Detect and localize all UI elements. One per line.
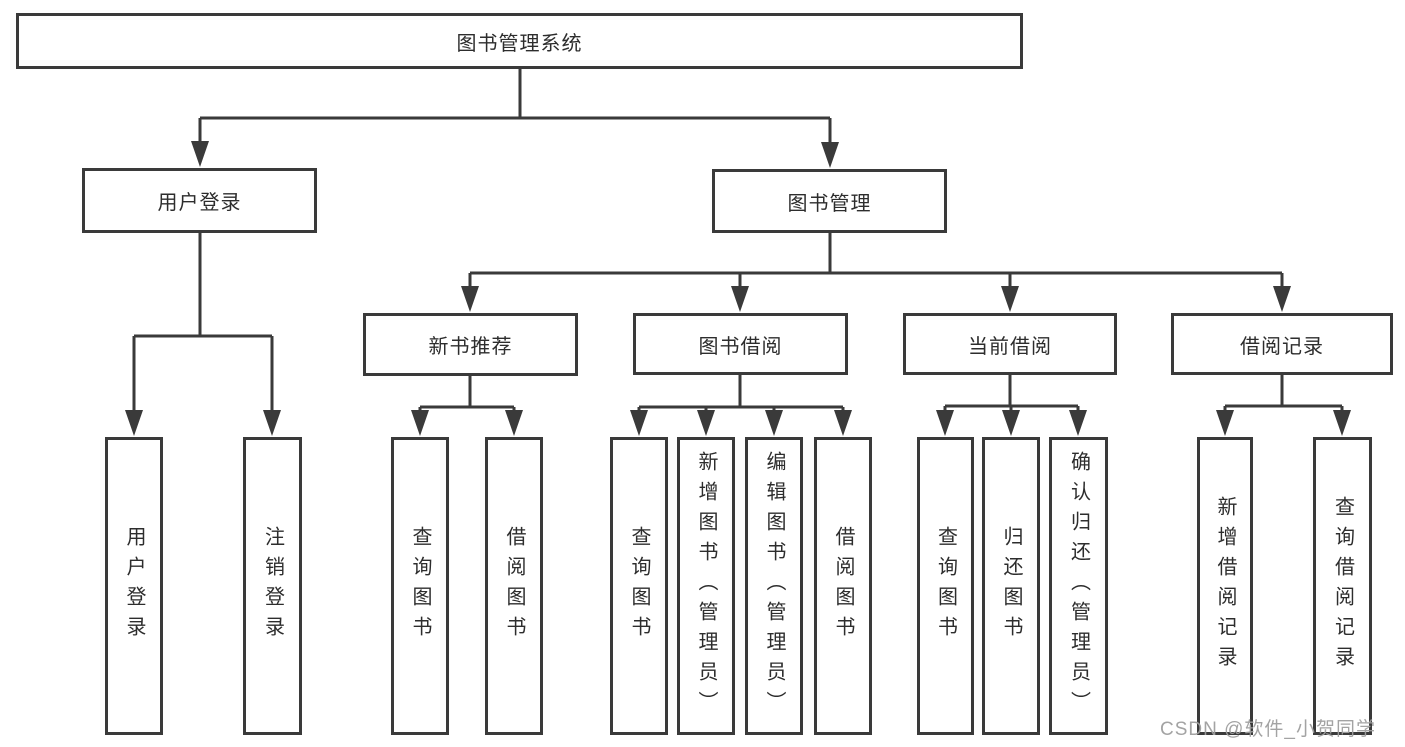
leaf-query-books-borrowing: 查询图书 [610,437,668,735]
leaf-borrow-books-recommend: 借阅图书 [485,437,543,735]
leaf-logout: 注销登录 [243,437,302,735]
leaf-logout-label: 注销登录 [261,526,284,646]
leaf-confirm-return-admin-label: 确认归还（管理员） [1067,451,1090,721]
arrowheads [125,141,1351,436]
leaf-borrow-books-borrowing-label: 借阅图书 [832,526,854,646]
node-new-book-recommendation: 新书推荐 [363,313,578,376]
node-current-borrowing: 当前借阅 [903,313,1117,375]
leaf-user-login: 用户登录 [105,437,163,735]
leaf-query-books-current-label: 查询图书 [934,526,957,646]
leaf-query-books-borrowing-label: 查询图书 [628,526,650,646]
leaf-user-login-label: 用户登录 [123,526,145,646]
leaf-return-books-label: 归还图书 [1000,526,1022,646]
leaf-query-borrow-record-label: 查询借阅记录 [1331,496,1354,676]
node-book-management: 图书管理 [712,169,947,233]
leaf-query-borrow-record: 查询借阅记录 [1313,437,1372,735]
leaf-add-borrow-record-label: 新增借阅记录 [1214,496,1236,676]
node-library-system: 图书管理系统 [16,13,1023,69]
leaf-query-books-recommend-label: 查询图书 [409,526,431,646]
node-borrowing-records: 借阅记录 [1171,313,1393,375]
leaf-borrow-books-borrowing: 借阅图书 [814,437,872,735]
leaf-query-books-current: 查询图书 [917,437,974,735]
leaf-return-books: 归还图书 [982,437,1040,735]
leaf-query-books-recommend: 查询图书 [391,437,449,735]
leaf-add-borrow-record: 新增借阅记录 [1197,437,1253,735]
node-book-borrowing: 图书借阅 [633,313,848,375]
leaf-borrow-books-recommend-label: 借阅图书 [503,526,525,646]
node-user-login: 用户登录 [82,168,317,233]
leaf-edit-book-admin: 编辑图书（管理员） [745,437,803,735]
leaf-confirm-return-admin: 确认归还（管理员） [1049,437,1108,735]
csdn-watermark: CSDN @软件_小贺同学 [1160,719,1376,740]
leaf-add-book-admin: 新增图书（管理员） [677,437,735,735]
leaf-edit-book-admin-label: 编辑图书（管理员） [763,451,785,721]
leaf-add-book-admin-label: 新增图书（管理员） [695,451,717,721]
